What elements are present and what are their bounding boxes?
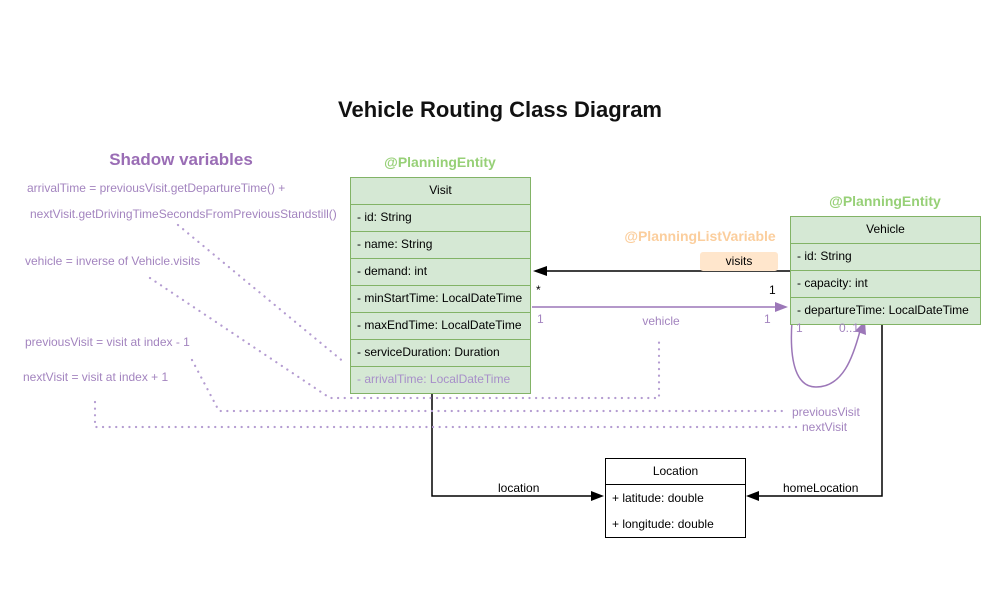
vehicle-field-list: - id: String- capacity: int- departureTi…	[791, 243, 980, 324]
shadow-variables-heading: Shadow variables	[109, 150, 253, 169]
visit-field: - id: String	[351, 204, 530, 231]
shadow-note-vehicle: vehicle = inverse of Vehicle.visits	[25, 254, 201, 268]
vehicle-multiplicity-visit-end: 1	[537, 312, 544, 326]
dotted-link-nextvisit	[93, 400, 800, 429]
shadow-note-nextvisit: nextVisit = visit at index + 1	[23, 370, 169, 384]
vehicle-field: - capacity: int	[791, 270, 980, 297]
home-location-association-label: homeLocation	[783, 481, 859, 495]
location-field: + longitude: double	[612, 517, 714, 531]
planning-list-variable-annotation: @PlanningListVariable	[624, 228, 776, 244]
visits-arrowhead	[533, 266, 547, 276]
vehicle-class-box: Vehicle - id: String- capacity: int- dep…	[790, 216, 981, 325]
location-association-line	[431, 386, 592, 497]
location-class-title: Location	[606, 459, 745, 485]
visit-field-list: - id: String- name: String- demand: int-…	[351, 204, 530, 393]
dotted-link-arrivaltime	[176, 223, 347, 365]
vehicle-field: - departureTime: LocalDateTime	[791, 297, 980, 324]
visit-class-title: Visit	[429, 183, 452, 197]
previousvisit-label: previousVisit	[792, 405, 860, 419]
visits-multiplicity-visit-end: *	[536, 283, 541, 297]
visits-multiplicity-vehicle-end: 1	[769, 283, 776, 297]
vehicle-arrowhead	[775, 302, 788, 312]
visit-field: - demand: int	[351, 258, 530, 285]
location-arrowhead	[591, 491, 604, 501]
visits-association-label: visits	[700, 252, 778, 271]
visit-planning-entity-annotation: @PlanningEntity	[384, 154, 496, 170]
nextvisit-label: nextVisit	[802, 420, 848, 434]
diagram-title: Vehicle Routing Class Diagram	[338, 97, 662, 122]
vehicle-multiplicity-vehicle-end: 1	[764, 312, 771, 326]
visit-field: - arrivalTime: LocalDateTime	[351, 366, 530, 393]
vehicle-planning-entity-annotation: @PlanningEntity	[829, 193, 941, 209]
visit-field: - name: String	[351, 231, 530, 258]
chain-multiplicity-one: 1	[796, 321, 803, 335]
vehicle-class-title: Vehicle	[866, 222, 905, 236]
chain-multiplicity-zero-or-one: 0..1	[839, 321, 860, 335]
shadow-note-previousvisit: previousVisit = visit at index - 1	[25, 335, 190, 349]
location-class-box: Location + latitude: double + longitude: …	[605, 458, 746, 538]
vehicle-association-label: vehicle	[642, 314, 680, 328]
location-association-label: location	[498, 481, 540, 495]
home-location-arrowhead	[746, 491, 759, 501]
shadow-note-arrivaltime-2: nextVisit.getDrivingTimeSecondsFromPrevi…	[30, 207, 337, 221]
location-field-list: + latitude: double + longitude: double	[606, 485, 745, 537]
location-field: + latitude: double	[612, 491, 704, 505]
visit-field: - maxEndTime: LocalDateTime	[351, 312, 530, 339]
visit-field: - minStartTime: LocalDateTime	[351, 285, 530, 312]
visit-field: - serviceDuration: Duration	[351, 339, 530, 366]
visit-class-box: Visit - id: String- name: String- demand…	[350, 177, 531, 394]
shadow-note-arrivaltime-1: arrivalTime = previousVisit.getDeparture…	[27, 181, 286, 195]
vehicle-field: - id: String	[791, 243, 980, 270]
